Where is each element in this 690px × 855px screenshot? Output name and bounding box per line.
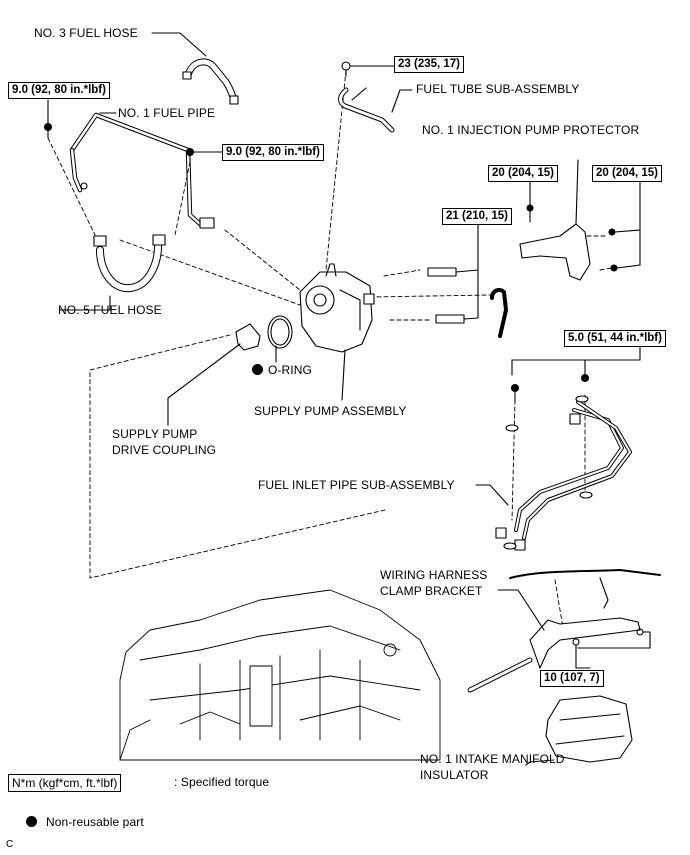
torque-fuel-pipe-bolt-left: 9.0 (92, 80 in.*lbf): [8, 82, 110, 99]
label-intake-manifold-insulator-1: NO. 1 INTAKE MANIFOLD: [420, 752, 565, 766]
pump-protector-part: [519, 159, 641, 281]
label-supply-pump-drive-coupling-1: SUPPLY PUMP: [112, 427, 198, 441]
torque-protector-bolt-right: 20 (204, 15): [592, 165, 663, 182]
legend-torque-desc: : Specified torque: [174, 775, 270, 789]
torque-inlet-pipe-bolt: 5.0 (51, 44 in.*lbf): [564, 330, 666, 347]
o-ring-part: [267, 315, 293, 349]
supply-pump-part: [299, 263, 375, 401]
fuel-tube-part: [338, 61, 395, 133]
bolt-left: [43, 99, 53, 139]
wiring-harness-bracket-part: [467, 569, 661, 693]
torque-fuel-pipe-bolt-right: 9.0 (92, 80 in.*lbf): [222, 144, 324, 161]
fuel-inlet-pipe-part: [495, 344, 641, 551]
figure-code: C: [6, 839, 14, 850]
no3-fuel-hose-part: [182, 58, 239, 105]
non-reusable-dot-icon: [26, 816, 37, 827]
non-reusable-dot-icon: [252, 364, 263, 375]
label-fuel-inlet-pipe-sub-assembly: FUEL INLET PIPE SUB-ASSEMBLY: [258, 478, 455, 492]
no5-fuel-hose-part: [93, 234, 166, 293]
torque-protector-bolt-left: 20 (204, 15): [488, 165, 559, 182]
torque-pump-stud: 21 (210, 15): [442, 208, 513, 225]
label-wiring-harness-1: WIRING HARNESS: [380, 568, 488, 582]
label-no1-injection-pump-protector: NO. 1 INJECTION PUMP PROTECTOR: [422, 123, 640, 137]
label-wiring-harness-2: CLAMP BRACKET: [380, 584, 483, 598]
label-no1-fuel-pipe: NO. 1 FUEL PIPE: [118, 106, 216, 120]
label-fuel-tube-sub-assembly: FUEL TUBE SUB-ASSEMBLY: [416, 82, 580, 96]
drive-coupling-part: [167, 323, 261, 426]
label-supply-pump-assembly: SUPPLY PUMP ASSEMBLY: [254, 404, 407, 418]
label-intake-manifold-insulator-2: INSULATOR: [420, 768, 489, 782]
legend-torque-unit: N*m (kgf*cm, ft.*lbf): [8, 774, 122, 792]
legend-non-reusable: Non-reusable part: [26, 815, 144, 829]
pump-studs: [427, 221, 479, 324]
label-o-ring: O-RING: [252, 363, 312, 377]
torque-clamp-bracket-bolt: 10 (107, 7): [540, 670, 604, 687]
label-supply-pump-drive-coupling-2: DRIVE COUPLING: [112, 443, 217, 457]
no1-fuel-pipe-part: [69, 112, 215, 229]
intake-insulator-part: [525, 695, 633, 766]
label-no3-fuel-hose: NO. 3 FUEL HOSE: [34, 26, 138, 40]
torque-fuel-tube-bolt: 23 (235, 17): [394, 56, 465, 73]
bolt-right: [185, 147, 223, 163]
label-no5-fuel-hose: NO. 5 FUEL HOSE: [58, 303, 162, 317]
engine-block-part: [119, 589, 441, 761]
